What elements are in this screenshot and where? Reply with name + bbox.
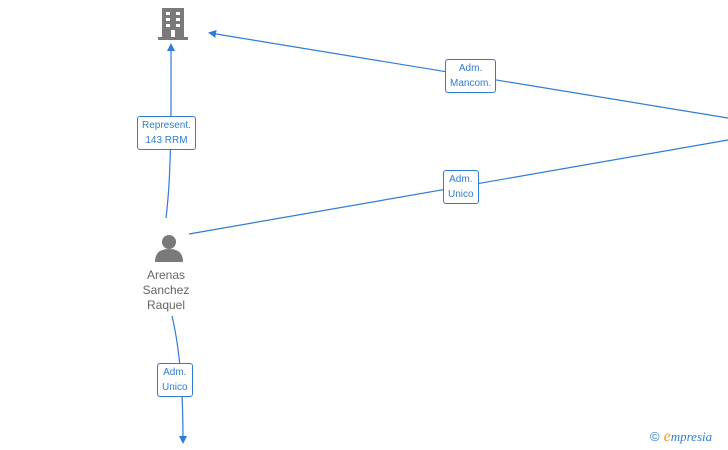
person-name-label[interactable]: Arenas Sanchez Raquel: [126, 268, 206, 313]
edge-label-line: Mancom.: [450, 78, 492, 89]
building-icon[interactable]: [157, 7, 189, 46]
edge-label-adm-unico-right[interactable]: Adm. Unico: [443, 170, 479, 204]
brand-rest: mpresia: [670, 429, 713, 444]
edge-label-line: Represent.: [142, 120, 191, 131]
edge-label-line: 143 RRM: [145, 135, 188, 146]
person-name-line: Sanchez: [142, 283, 190, 297]
edge-label-line: Adm.: [449, 174, 473, 185]
edge-label-adm-unico-down[interactable]: Adm. Unico: [157, 363, 193, 397]
edge-label-represent[interactable]: Represent. 143 RRM: [137, 116, 196, 150]
brand-watermark: ©empresia: [650, 428, 712, 446]
edge-label-line: Unico: [162, 382, 188, 393]
edge-label-line: Unico: [448, 189, 474, 200]
edge-label-adm-mancom[interactable]: Adm. Mancom.: [445, 59, 497, 93]
person-name-line: Raquel: [146, 298, 186, 312]
copyright-symbol: ©: [650, 429, 660, 444]
edge-label-line: Adm.: [458, 63, 483, 74]
brand-initial: e: [663, 428, 671, 445]
person-icon[interactable]: [154, 233, 184, 268]
edge-label-line: Adm.: [163, 367, 187, 378]
person-name-line: Arenas: [146, 268, 186, 282]
